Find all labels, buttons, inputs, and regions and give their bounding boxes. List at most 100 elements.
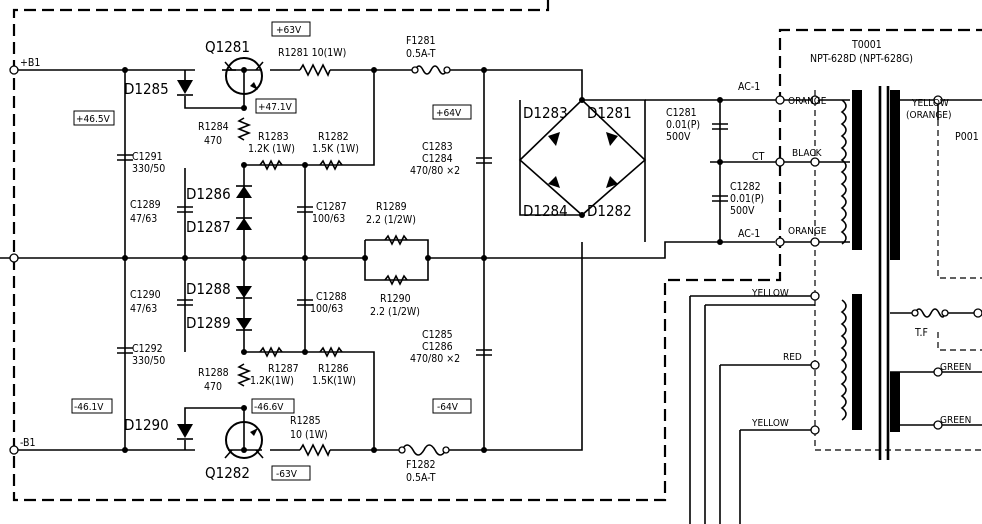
ref-c1281: C1281	[666, 107, 697, 119]
val-r1290: 2.2 (1/2W)	[370, 306, 420, 318]
wire-red: RED	[783, 352, 802, 363]
ref-c1292: C1292	[132, 343, 163, 355]
ref-c1283: C1283	[422, 141, 453, 153]
val-r1289: 2.2 (1/2W)	[366, 214, 416, 226]
ref-r1287: R1287	[268, 363, 299, 375]
ref-c1285: C1285	[422, 329, 453, 341]
ref-r1290: R1290	[380, 293, 411, 305]
val-c1281-2: 500V	[666, 131, 691, 143]
val-c1291: 330/50	[132, 163, 165, 175]
ref-c1287: C1287	[316, 201, 347, 213]
val-c1290: 47/63	[130, 303, 157, 315]
ref-q1281: Q1281	[205, 38, 250, 56]
val-c1283: 470/80 ×2	[410, 165, 460, 177]
ref-c1291: C1291	[132, 151, 163, 163]
voltage-n461: -46.1V	[74, 402, 104, 413]
voltage-p64: +64V	[436, 108, 462, 119]
bridge-rectifier	[518, 98, 647, 217]
ref-r1284: R1284	[198, 121, 229, 133]
resistors	[236, 63, 408, 457]
ref-f1282: F1282	[406, 459, 435, 471]
val-c1292: 330/50	[132, 355, 165, 367]
ref-d1284: D1284	[523, 202, 568, 220]
ref-t0001: T0001	[851, 39, 882, 51]
wire-orange-bot: ORANGE	[788, 226, 827, 237]
diode-d1285	[177, 70, 244, 109]
ref-d1282: D1282	[587, 202, 632, 220]
val-r1288: 470	[204, 381, 222, 393]
ref-c1286: C1286	[422, 341, 453, 353]
net-ac1-bot: AC-1	[738, 228, 760, 240]
transistor-q1282	[224, 408, 264, 459]
wire-yellow-orange: (ORANGE)	[906, 110, 951, 121]
wire-black: BLACK	[792, 148, 823, 159]
net-ac1-top: AC-1	[738, 81, 760, 93]
ref-d1288: D1288	[186, 280, 231, 298]
wire-yellow-left2: YELLOW	[751, 418, 789, 429]
transistor-q1281	[222, 57, 264, 108]
ref-c1289: C1289	[130, 199, 161, 211]
voltage-boxes	[71, 21, 472, 481]
net-ct: CT	[752, 151, 765, 163]
val-r1284: 470	[204, 135, 222, 147]
capacitors	[117, 123, 728, 356]
ref-d1286: D1286	[186, 185, 231, 203]
val-c1282-2: 500V	[730, 205, 755, 217]
voltage-n63: -63V	[276, 469, 298, 480]
dashed-enclosure	[12, 0, 982, 502]
ref-d1290: D1290	[124, 416, 169, 434]
ref-d1283: D1283	[523, 104, 568, 122]
transformer-t0001	[840, 86, 900, 460]
wire-orange-top: ORANGE	[788, 96, 827, 107]
net-b1-pos: +B1	[20, 57, 40, 69]
ref-d1287: D1287	[186, 218, 231, 236]
val-t0001: NPT-628D (NPT-628G)	[810, 53, 913, 65]
voltage-p471: +47.1V	[258, 102, 293, 113]
val-c1281-1: 0.01(P)	[666, 119, 700, 131]
ref-d1289: D1289	[186, 314, 231, 332]
ref-r1286: R1286	[318, 363, 349, 375]
val-c1287: 100/63	[312, 213, 345, 225]
val-r1283: 1.2K (1W)	[248, 143, 295, 155]
ref-d1285: D1285	[124, 80, 169, 98]
ref-r1289: R1289	[376, 201, 407, 213]
val-f1282: 0.5A-T	[406, 472, 436, 484]
voltage-n466: -46.6V	[254, 402, 284, 413]
ref-r1283: R1283	[258, 131, 289, 143]
ref-d1281: D1281	[587, 104, 632, 122]
val-c1285: 470/80 ×2	[410, 353, 460, 365]
val-c1289: 47/63	[130, 213, 157, 225]
fuses	[398, 65, 949, 456]
ref-r1285: R1285	[290, 415, 321, 427]
wire-green-1: GREEN	[940, 362, 971, 373]
voltage-p465: +46.5V	[76, 114, 111, 125]
ref-f1281: F1281	[406, 35, 435, 47]
val-c1288: 100/63	[310, 303, 343, 315]
ref-c1290: C1290	[130, 289, 161, 301]
voltage-n64: -64V	[437, 402, 459, 413]
ref-r1282: R1282	[318, 131, 349, 143]
val-r1287: 1.2K(1W)	[250, 375, 294, 387]
val-r1286: 1.5K(1W)	[312, 375, 356, 387]
net-b1-neg: -B1	[20, 437, 36, 449]
ref-tf: T.F	[914, 327, 928, 339]
ref-r1288: R1288	[198, 367, 229, 379]
wire-yellow-top: YELLOW	[911, 98, 949, 109]
junctions	[9, 65, 982, 455]
ref-r1281: R1281 10(1W)	[278, 47, 346, 59]
ref-p001: P001	[955, 131, 979, 143]
val-r1282: 1.5K (1W)	[312, 143, 359, 155]
val-r1285: 10 (1W)	[290, 429, 328, 441]
val-f1281: 0.5A-T	[406, 48, 436, 60]
ref-c1282: C1282	[730, 181, 761, 193]
voltage-p63: +63V	[276, 25, 302, 36]
ref-c1288: C1288	[316, 291, 347, 303]
wire-yellow-left: YELLOW	[751, 288, 789, 299]
zener-stack	[236, 185, 252, 331]
labels: +B1 -B1 AC-1 CT AC-1 +63V +47.1V +46.5V …	[20, 25, 979, 484]
wire-green-2: GREEN	[940, 415, 971, 426]
ref-c1284: C1284	[422, 153, 453, 165]
val-c1282-1: 0.01(P)	[730, 193, 764, 205]
ref-q1282: Q1282	[205, 464, 250, 482]
